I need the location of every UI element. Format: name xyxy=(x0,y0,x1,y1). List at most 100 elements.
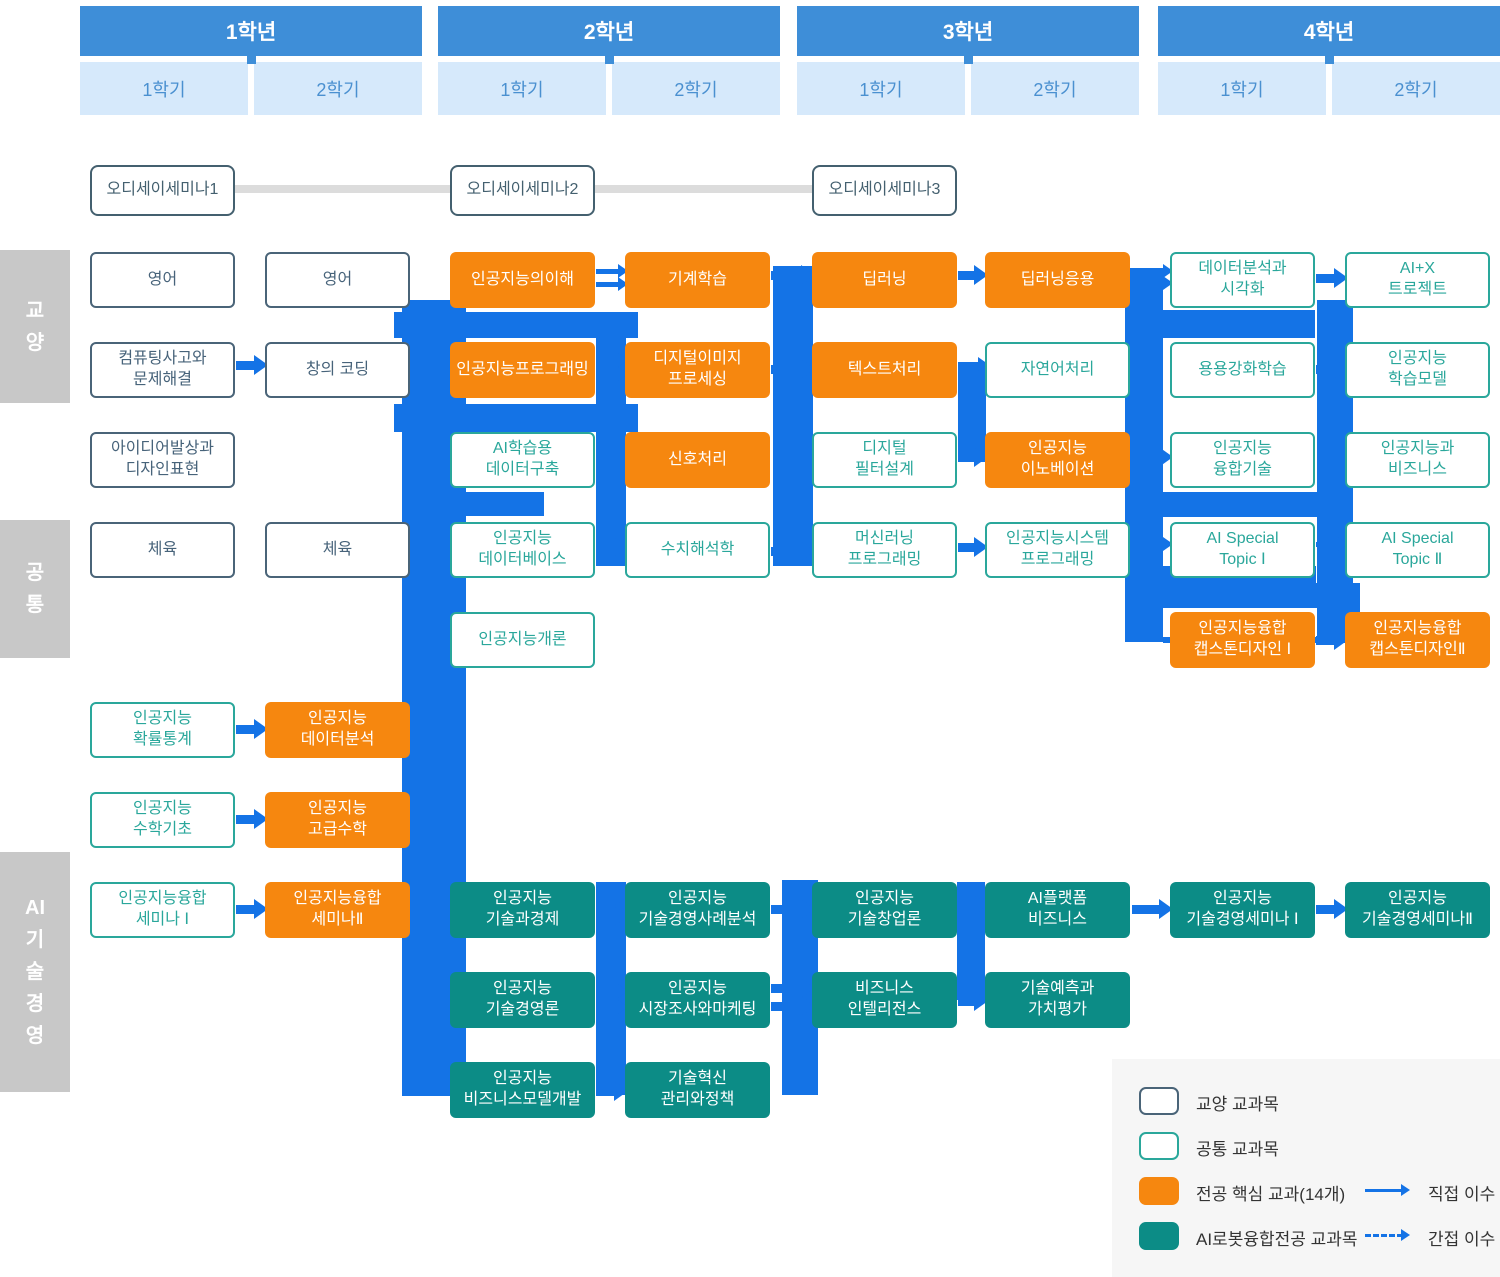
odyssey-connector-line xyxy=(235,185,450,193)
course-box: 인공지능융합 캡스톤디자인Ⅱ xyxy=(1345,612,1490,668)
course-box: 인공지능융합 캡스톤디자인 Ⅰ xyxy=(1170,612,1315,668)
year-tab xyxy=(247,56,256,64)
arrow-head-icon xyxy=(974,447,988,467)
course-box: 인공지능 기술경영세미나 Ⅰ xyxy=(1170,882,1315,938)
legend-swatch-core xyxy=(1139,1177,1179,1205)
legend-label: 공통 교과목 xyxy=(1196,1140,1279,1159)
arrow-head-icon xyxy=(618,353,628,367)
legend-swatch-liberal xyxy=(1139,1087,1179,1115)
direct-arrow-line xyxy=(236,360,260,370)
direct-arrow-line xyxy=(1132,268,1165,274)
legend-label: 교양 교과목 xyxy=(1196,1095,1279,1114)
course-box: 인공지능 기술경영론 xyxy=(450,972,595,1028)
arrow-head-icon xyxy=(1159,447,1173,467)
course-box: 체육 xyxy=(90,522,235,578)
year-header: 1학년 xyxy=(80,6,422,56)
sidebar-label-ai-tech-mgmt: AI 기 술 경 영 xyxy=(0,852,70,1092)
arrow-head-icon xyxy=(1159,899,1173,919)
course-box: 인공지능 수학기초 xyxy=(90,792,235,848)
direct-arrow-line xyxy=(596,1086,620,1096)
course-box: 인공지능융합 세미나Ⅱ xyxy=(265,882,410,938)
direct-arrow-line xyxy=(958,452,980,462)
arrow-head-icon xyxy=(801,978,815,998)
course-box: 인공지능의이해 xyxy=(450,252,595,308)
flow-connector xyxy=(1150,492,1350,517)
course-box-odyssey: 오디세이세미나3 xyxy=(812,165,957,216)
arrow-head-icon xyxy=(254,809,268,829)
year-header: 3학년 xyxy=(797,6,1139,56)
direct-arrow-line xyxy=(596,371,620,377)
semester-header: 1학기 xyxy=(438,62,606,115)
course-box: 디지털 필터설계 xyxy=(812,432,957,488)
arrow-head-icon xyxy=(254,899,268,919)
legend-arrow-solid xyxy=(1365,1184,1411,1196)
course-box: 인공지능 데이터분석 xyxy=(265,702,410,758)
arrow-head-icon xyxy=(618,984,628,998)
semester-header: 2학기 xyxy=(612,62,780,115)
semester-header: 2학기 xyxy=(1332,62,1500,115)
semester-header: 2학기 xyxy=(971,62,1139,115)
direct-arrow-line xyxy=(1316,541,1340,547)
direct-arrow-line xyxy=(771,364,807,374)
course-box: 인공지능 데이터베이스 xyxy=(450,522,595,578)
course-box: 인공지능 이노베이션 xyxy=(985,432,1130,488)
course-box: 인공지능과 비즈니스 xyxy=(1345,432,1490,488)
year-tab xyxy=(964,56,973,64)
direct-arrow-line xyxy=(596,281,620,287)
direct-arrow-line xyxy=(596,988,620,994)
course-box: 기술혁신 관리와정책 xyxy=(625,1062,770,1118)
course-box: 데이터분석과 시각화 xyxy=(1170,252,1315,308)
arrow-head-icon xyxy=(974,265,988,285)
semester-header: 1학기 xyxy=(1158,62,1326,115)
arrow-head-icon xyxy=(1401,1229,1416,1241)
dashed-arrow-icon xyxy=(1365,1234,1403,1237)
legend-arrow-label: 간접 이수 xyxy=(1428,1230,1496,1249)
course-box: 영어 xyxy=(265,252,410,308)
arrow-head-icon xyxy=(614,1081,628,1101)
arrow-head-icon xyxy=(801,541,815,561)
course-box: 창의 코딩 xyxy=(265,342,410,398)
course-box: 자연어처리 xyxy=(985,342,1130,398)
arrow-head-icon xyxy=(801,996,815,1016)
arrow-head-icon xyxy=(254,355,268,375)
arrow-head-icon xyxy=(1334,899,1348,919)
course-box: 인공지능 융합기술 xyxy=(1170,432,1315,488)
direct-arrow-line xyxy=(596,1004,620,1010)
direct-arrow-line xyxy=(596,911,620,921)
direct-arrow-line xyxy=(596,891,620,901)
direct-arrow-line xyxy=(958,542,980,552)
semester-header: 2학기 xyxy=(254,62,422,115)
course-box: AI학습용 데이터구축 xyxy=(450,432,595,488)
arrow-head-icon xyxy=(801,265,815,285)
direct-arrow-line xyxy=(958,361,980,367)
course-box: 인공지능개론 xyxy=(450,612,595,668)
course-box: 인공지능 비즈니스모델개발 xyxy=(450,1062,595,1118)
arrow-head-icon xyxy=(974,537,988,557)
direct-arrow-line xyxy=(1132,280,1165,286)
arrow-head-icon xyxy=(1334,359,1348,379)
direct-arrow-line xyxy=(236,724,260,734)
direct-arrow-line xyxy=(596,268,620,274)
odyssey-connector-line xyxy=(595,185,812,193)
course-box: 인공지능 시장조사와마케팅 xyxy=(625,972,770,1028)
flow-connector xyxy=(596,312,626,566)
arrow-head-icon xyxy=(614,537,628,557)
course-box: 아이디어발상과 디자인표현 xyxy=(90,432,235,488)
arrow-head-icon xyxy=(618,367,628,381)
course-box: 용용강화학습 xyxy=(1170,342,1315,398)
legend-swatch-tech xyxy=(1139,1222,1179,1250)
flow-connector xyxy=(773,266,813,566)
direct-arrow-line xyxy=(1316,904,1340,914)
legend-label: 전공 핵심 교과(14개) xyxy=(1196,1185,1346,1204)
course-box: 인공지능 기술경영사례분석 xyxy=(625,882,770,938)
course-box: 텍스트처리 xyxy=(812,342,957,398)
year-header: 2학년 xyxy=(438,6,780,56)
course-box: 인공지능프로그래밍 xyxy=(450,342,595,398)
direct-arrow-line xyxy=(236,814,260,824)
flow-connector xyxy=(958,362,986,462)
direct-arrow-line xyxy=(1132,541,1165,547)
semester-header: 1학기 xyxy=(797,62,965,115)
course-box: AI Special Topic Ⅰ xyxy=(1170,522,1315,578)
flow-connector xyxy=(1163,310,1315,338)
direct-arrow-line xyxy=(1132,452,1165,462)
